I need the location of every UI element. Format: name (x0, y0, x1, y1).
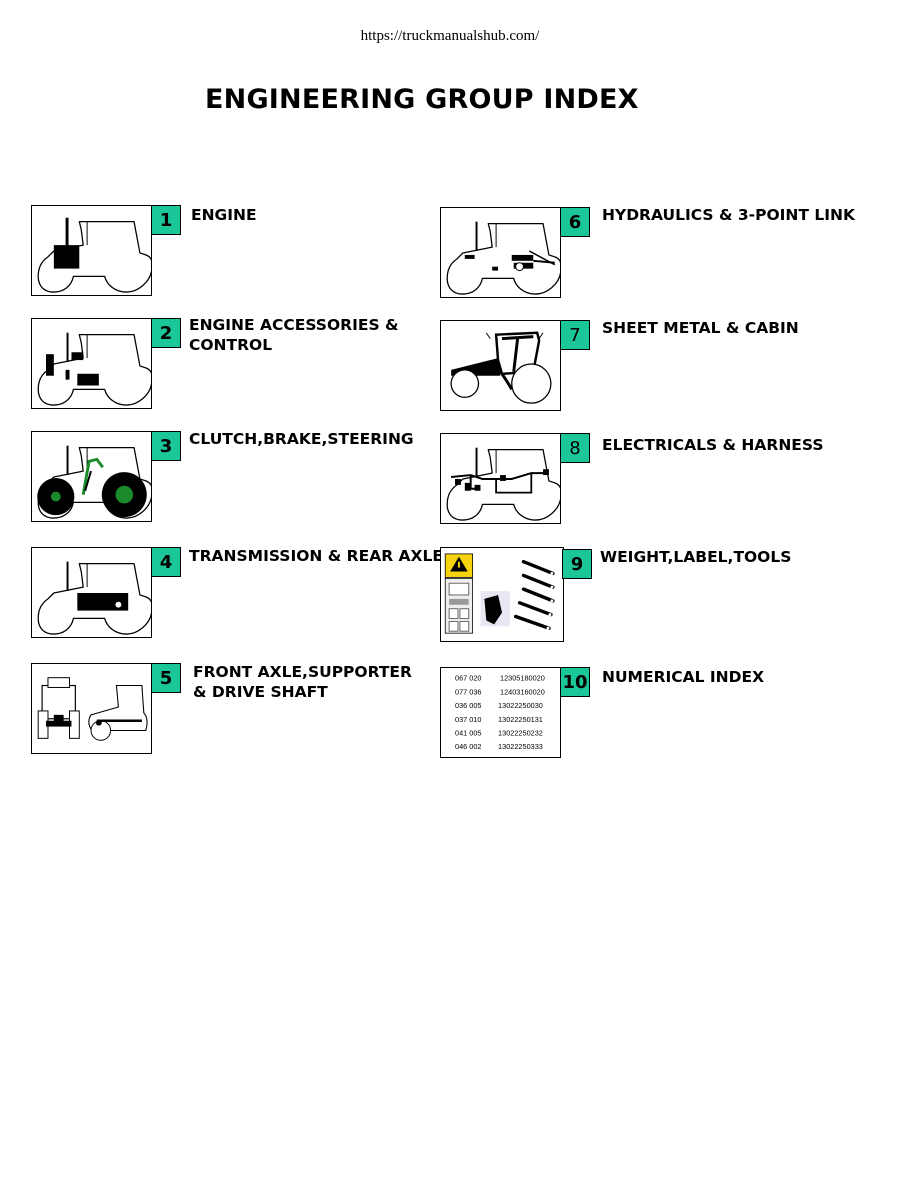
numerical-part: 12403160020 (500, 687, 545, 696)
engine-thumbnail (31, 205, 152, 296)
clutch-brake-steering-thumbnail (31, 431, 152, 522)
group-label: ELECTRICALS & HARNESS (602, 436, 824, 454)
numerical-ref: 077 036 (455, 687, 482, 696)
group-number-badge: 2 (151, 318, 181, 348)
sheet-metal-cabin-thumbnail (440, 320, 561, 411)
electricals-thumbnail (440, 433, 561, 524)
group-number-badge: 4 (151, 547, 181, 577)
hydraulics-thumbnail (440, 207, 561, 298)
numerical-index-thumbnail: 067 020 12305180020 077 036 12403160020 … (440, 667, 561, 758)
group-label: WEIGHT,LABEL,TOOLS (600, 548, 792, 566)
engine-accessories-thumbnail (31, 318, 152, 409)
numerical-ref: 067 020 (455, 674, 482, 683)
numerical-part: 13022250232 (498, 728, 543, 737)
page-title: ENGINEERING GROUP INDEX (205, 84, 639, 115)
front-axle-thumbnail (31, 663, 152, 754)
group-number-badge: 6 (560, 207, 590, 237)
numerical-ref: 041 005 (455, 728, 482, 737)
source-url: https://truckmanualshub.com/ (360, 28, 540, 44)
group-label: ENGINE ACCESSORIES & CONTROL (189, 316, 399, 354)
numerical-ref: 037 010 (455, 715, 482, 724)
transmission-thumbnail (31, 547, 152, 638)
group-number-badge: 5 (151, 663, 181, 693)
group-number-badge: 10 (560, 667, 590, 697)
group-number-badge: 9 (562, 549, 592, 579)
group-number-badge: 3 (151, 431, 181, 461)
numerical-part: 13022250333 (498, 742, 543, 751)
group-label: TRANSMISSION & REAR AXLE (189, 547, 443, 565)
numerical-ref: 036 005 (455, 701, 482, 710)
group-label: FRONT AXLE,SUPPORTER & DRIVE SHAFT (193, 663, 412, 701)
group-label: HYDRAULICS & 3-POINT LINK (602, 206, 855, 224)
group-label: CLUTCH,BRAKE,STEERING (189, 430, 414, 448)
group-number-badge: 7 (560, 320, 590, 350)
numerical-ref: 046 002 (455, 742, 482, 751)
group-label: NUMERICAL INDEX (602, 668, 765, 686)
numerical-part: 12305180020 (500, 674, 545, 683)
numerical-part: 13022250131 (498, 715, 543, 724)
weight-label-tools-thumbnail (440, 547, 564, 642)
numerical-part: 13022250030 (498, 701, 543, 710)
group-label: SHEET METAL & CABIN (602, 319, 799, 337)
group-number-badge: 8 (560, 433, 590, 463)
group-label: ENGINE (191, 206, 257, 224)
group-number-badge: 1 (151, 205, 181, 235)
